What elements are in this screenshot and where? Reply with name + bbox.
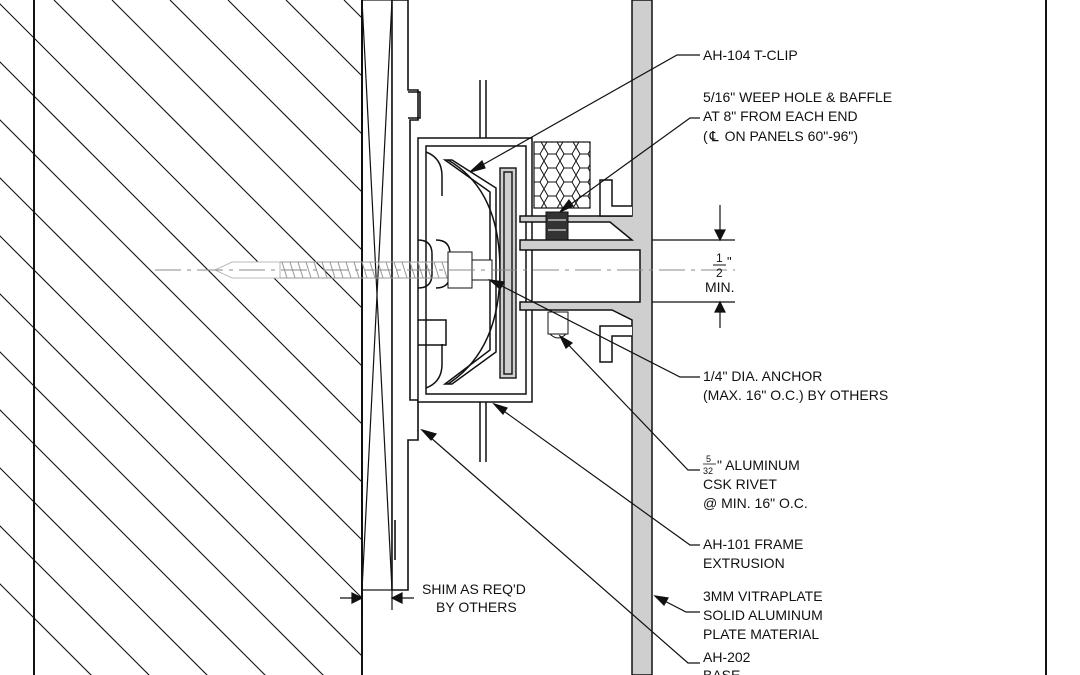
screw-thread: [393, 261, 400, 279]
label-gap-min: MIN.: [705, 279, 735, 295]
label-weep-rest: ON PANELS 60"-96"): [725, 128, 858, 144]
label-rivet-numerator: 5: [706, 454, 711, 464]
drawing-border: [33, 0, 1047, 675]
label-rivet-denominator: 32: [703, 466, 713, 476]
screw-shank: [280, 261, 448, 279]
label-anchor-2: (MAX. 16" O.C.) BY OTHERS: [703, 387, 888, 403]
hatch-line: [0, 235, 362, 599]
hatch-line: [0, 61, 362, 425]
panel-return-leg: [499, 167, 517, 379]
gap-dimension: [652, 205, 735, 328]
shim-dimension: [340, 590, 414, 610]
insulation: [533, 141, 591, 209]
hatch-line: [0, 351, 324, 675]
label-shim-1: SHIM AS REQ'D: [422, 581, 526, 597]
label-plate-1: 3MM VITRAPLATE: [703, 588, 823, 604]
label-gap-denominator: 2: [716, 266, 723, 280]
label-rivet-1: " ALUMINUM: [717, 457, 800, 473]
label-t-clip: AH-104 T-CLIP: [703, 47, 798, 63]
hatch-line: [53, 0, 362, 309]
label-gap-numerator: 1: [716, 251, 723, 265]
hatch-line: [0, 583, 92, 675]
label-weep-hole-2: AT 8" FROM EACH END: [703, 108, 858, 124]
label-weep-hole-1: 5/16" WEEP HOLE & BAFFLE: [703, 89, 892, 105]
screw-thread: [441, 261, 448, 279]
label-base-1: AH-202: [703, 649, 751, 665]
label-base-2: BASE: [703, 667, 740, 675]
shim: [361, 0, 393, 591]
label-plate-2: SOLID ALUMINUM: [703, 607, 823, 623]
label-anchor-1: 1/4" DIA. ANCHOR: [703, 368, 822, 384]
screw-thread: [305, 261, 312, 279]
hatch-line: [111, 0, 362, 251]
centerline-symbol-icon: ℄: [709, 128, 719, 144]
hatch-line: [169, 0, 362, 193]
screw-thread: [361, 261, 368, 279]
hatch-line: [0, 177, 362, 541]
label-gap-inch-mark: ": [727, 254, 732, 269]
screw-thread: [401, 261, 408, 279]
hatch-line: [0, 467, 208, 675]
hatch-line: [0, 409, 266, 675]
label-weep-hole-3: (℄ ON PANELS 60"-96"): [703, 128, 858, 144]
label-weep-open: (: [703, 128, 708, 144]
hatch-line: [0, 3, 362, 367]
hatch-line: [227, 0, 362, 135]
base-extrusion: [391, 0, 421, 591]
label-rivet-2: CSK RIVET: [703, 476, 777, 492]
leader-lines: [420, 54, 700, 664]
label-rivet-3: @ MIN. 16" O.C.: [703, 495, 808, 511]
rivets: [545, 211, 569, 339]
vitraplate-panel: [519, 0, 653, 675]
label-frame-2: EXTRUSION: [703, 555, 785, 571]
screw-thread: [433, 261, 440, 279]
label-frame-1: AH-101 FRAME: [703, 536, 803, 552]
label-plate-3: PLATE MATERIAL: [703, 626, 819, 642]
hatch-line: [0, 293, 362, 657]
label-shim-2: BY OTHERS: [436, 599, 517, 615]
hatch-line: [0, 119, 362, 483]
hatch-line: [0, 525, 150, 675]
